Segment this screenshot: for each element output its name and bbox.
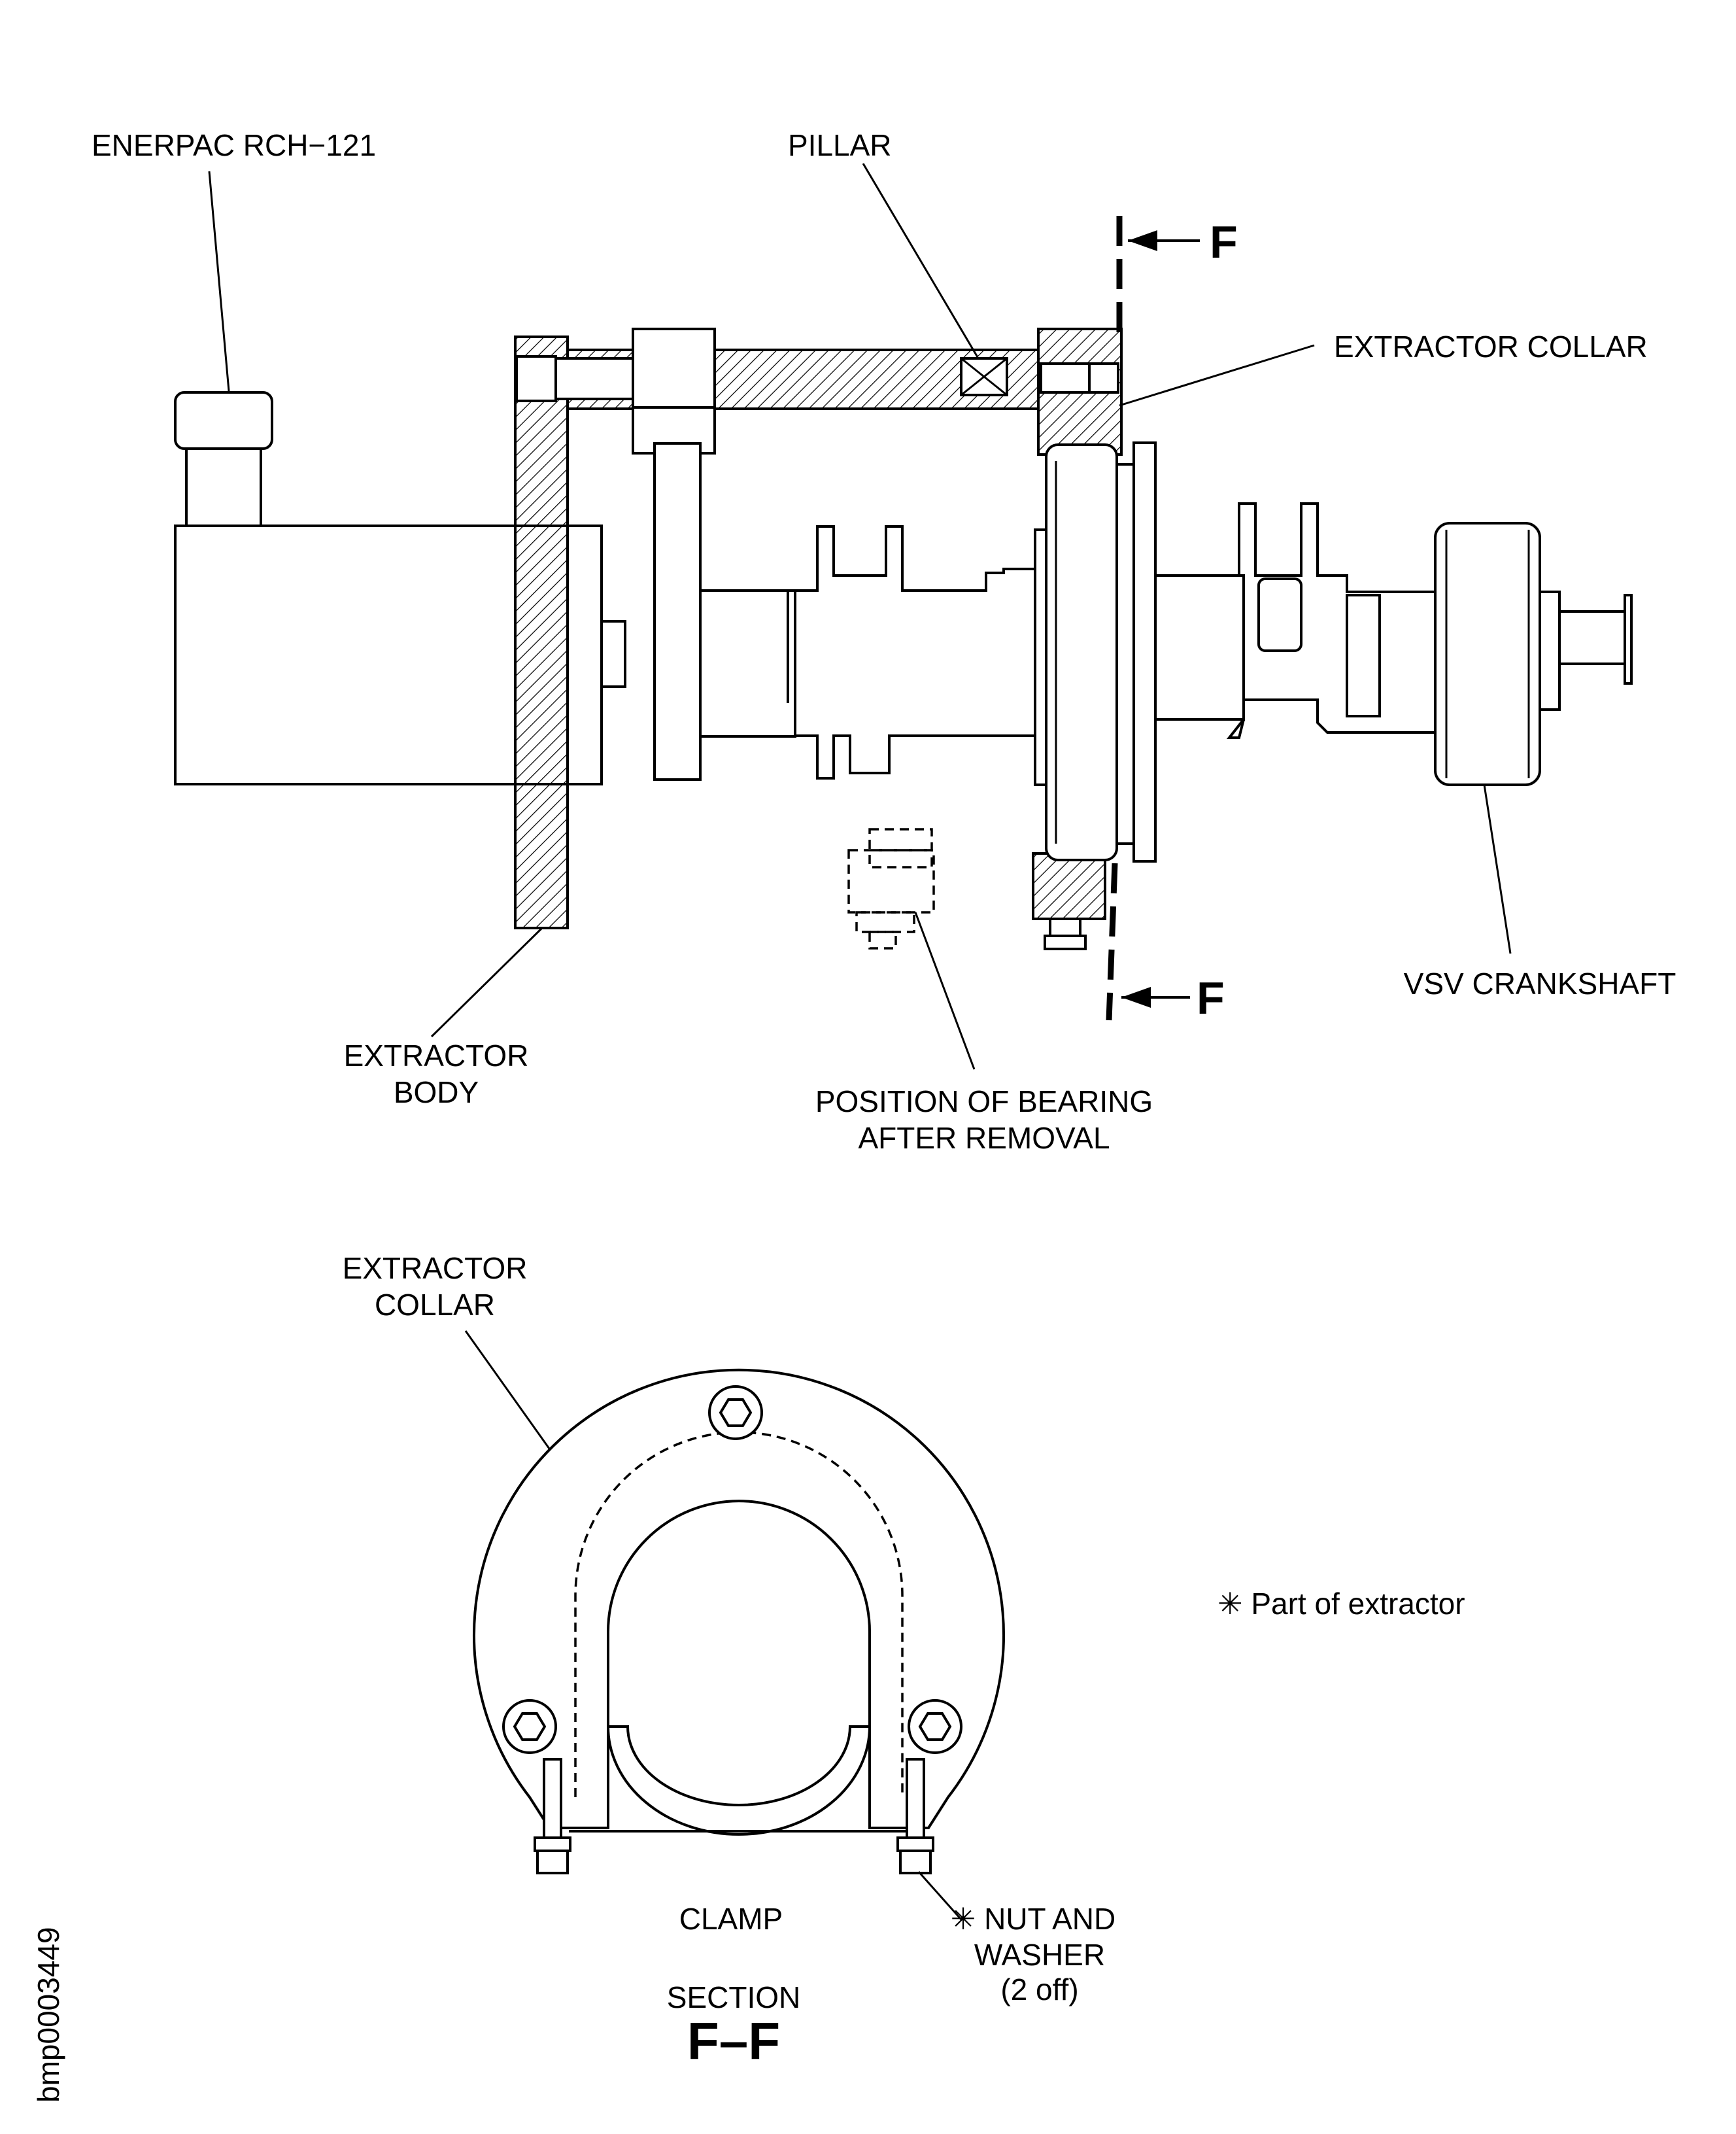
bearing-removed-position <box>847 828 935 950</box>
figure-id: bmp0003449 <box>31 1927 65 2103</box>
collar-leader <box>464 1330 551 1449</box>
extractor-body-label-line2: BODY <box>394 1075 479 1109</box>
leader-lines-side <box>208 163 1512 1070</box>
nut-washer-label-line3: (2 off) <box>1000 1972 1078 2006</box>
pillar <box>960 357 1008 396</box>
collar-outline <box>473 1368 1005 1829</box>
part-of-extractor-note: ✳ Part of extractor <box>1217 1587 1465 1621</box>
extractor-body <box>514 328 1040 929</box>
section-caption: SECTION <box>667 1980 800 2014</box>
crankshaft-inboard <box>699 525 1036 780</box>
section-id: F–F <box>687 2012 780 2070</box>
extractor-collar <box>1032 328 1123 950</box>
extractor-body-label-line1: EXTRACTOR <box>344 1039 529 1073</box>
nut-leader <box>917 1871 962 1920</box>
enerpac-label: ENERPAC RCH−121 <box>92 128 376 162</box>
collar-section-label-line1: EXTRACTOR <box>343 1251 528 1285</box>
section-cut-line <box>1106 216 1200 1021</box>
vsv-crankshaft-label: VSV CRANKSHAFT <box>1404 967 1676 1001</box>
right-bolt <box>908 1699 962 1754</box>
top-bolt <box>708 1385 763 1440</box>
section-marker-bottom: F <box>1197 972 1225 1024</box>
section-marker-top: F <box>1210 216 1238 267</box>
nut-washer-label-line2: WASHER <box>974 1938 1105 1972</box>
left-stud <box>534 1758 571 1874</box>
section-view: EXTRACTOR COLLAR ✳ Part of extractor CLA… <box>343 1251 1465 2070</box>
pillar-label: PILLAR <box>788 128 892 162</box>
side-view: ENERPAC RCH−121 PILLAR F EXTRACTOR COLLA… <box>92 128 1676 1155</box>
bearing <box>1034 441 1157 863</box>
extractor-collar-label: EXTRACTOR COLLAR <box>1334 330 1648 364</box>
clamp-label: CLAMP <box>679 1902 783 1936</box>
shaft-section <box>606 1725 872 1836</box>
bearing-position-label-line1: POSITION OF BEARING <box>815 1084 1153 1118</box>
collar-section-label-line2: COLLAR <box>375 1288 495 1322</box>
bearing-position-label-line2: AFTER REMOVAL <box>858 1121 1110 1155</box>
right-stud <box>896 1758 934 1874</box>
left-bolt <box>502 1699 557 1754</box>
nut-washer-label-line1: ✳ NUT AND <box>951 1902 1115 1936</box>
crankshaft-outboard <box>1154 502 1633 786</box>
